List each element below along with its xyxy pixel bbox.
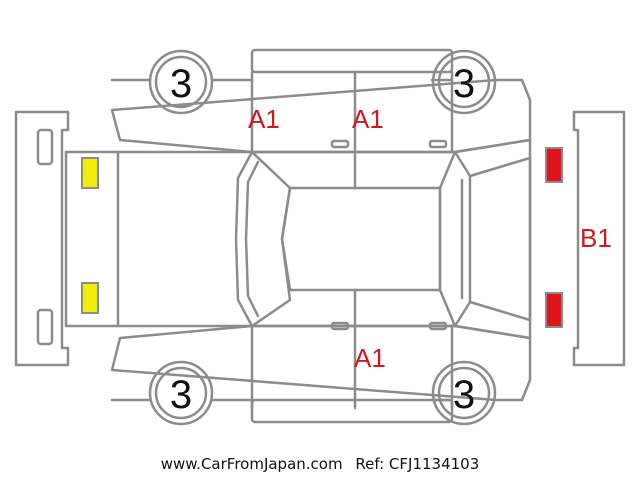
car-damage-diagram: 3 3 3 3 A1 A1 A1 B1 <box>14 48 626 426</box>
wheel-top-right <box>431 49 497 115</box>
wheel-bottom-left <box>148 360 214 426</box>
front-bumper-slot-top <box>36 128 54 166</box>
wheel-grade-top-left: 3 <box>170 62 192 106</box>
damage-mark-rear-end: B1 <box>580 223 612 253</box>
footer: www.CarFromJapan.com Ref: CFJ1134103 <box>0 455 640 473</box>
wheel-grade-bottom-left: 3 <box>170 373 192 417</box>
rear-bumper <box>572 110 626 367</box>
bottom-side-strip <box>250 398 454 424</box>
damage-mark-rear-door-lower: A1 <box>354 343 386 373</box>
top-view-body <box>64 138 532 340</box>
wheel-bottom-right <box>431 360 497 426</box>
upper-front-door-handle <box>330 139 350 149</box>
taillight-top <box>545 147 563 183</box>
taillight-bottom <box>545 292 563 328</box>
wheel-grade-top-right: 3 <box>453 62 475 106</box>
damage-mark-front-door-upper: A1 <box>248 104 280 134</box>
footer-site: www.CarFromJapan.com <box>160 455 343 473</box>
top-side-strip <box>250 48 454 74</box>
rear-window <box>438 150 472 328</box>
wheel-grade-bottom-right: 3 <box>453 373 475 417</box>
front-bumper <box>14 110 70 367</box>
wheel-top-left <box>148 49 214 115</box>
front-bumper-slot-bottom <box>36 308 54 346</box>
damage-mark-rear-door-upper: A1 <box>352 104 384 134</box>
roof <box>280 186 442 292</box>
headlight-top <box>81 157 99 189</box>
headlight-bottom <box>81 282 99 314</box>
upper-rear-door-handle <box>428 139 448 149</box>
tailgate <box>468 156 532 322</box>
footer-ref: Ref: CFJ1134103 <box>355 455 480 473</box>
